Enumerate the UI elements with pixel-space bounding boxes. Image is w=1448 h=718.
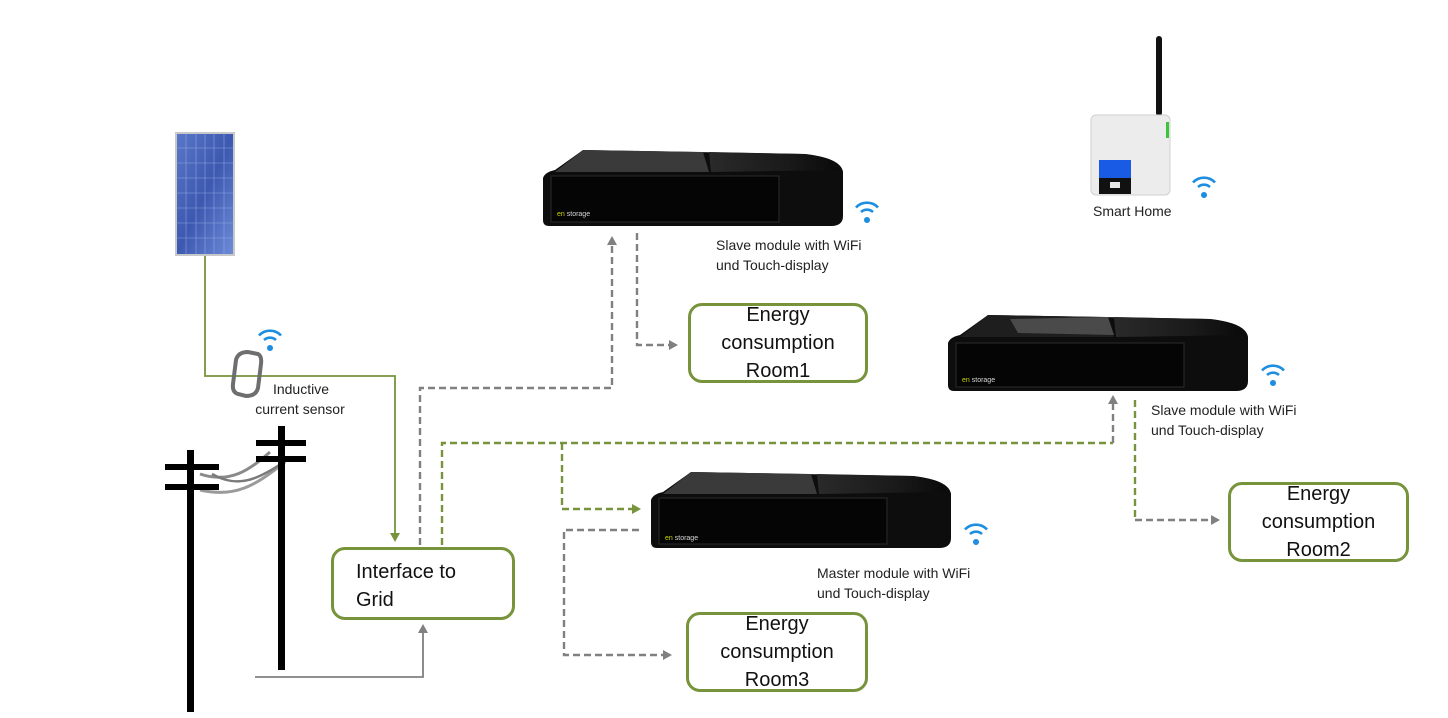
storage-device-icon: en storage (543, 150, 843, 226)
slave1-wifi-icon (854, 201, 880, 225)
room2-box: Energy consumption Room2 (1228, 482, 1409, 562)
sensor-caption: Inductive current sensor (255, 381, 345, 417)
smarthome-wifi-icon (1191, 176, 1217, 200)
sensor-wifi-icon (257, 329, 283, 353)
solar-panel-icon (175, 132, 235, 256)
room3-box: Energy consumption Room3 (686, 612, 868, 692)
storage-device-icon: en storage (651, 472, 951, 548)
svg-text:en storage: en storage (665, 535, 698, 542)
slave2-wifi-icon (1260, 364, 1286, 388)
slave2-caption: Slave module with WiFi und Touch-display (1151, 402, 1297, 438)
power-pole-icon (165, 426, 306, 712)
master-wifi-icon (963, 523, 989, 547)
smart-home-label: Smart Home (1093, 203, 1172, 219)
svg-text:en storage: en storage (557, 211, 590, 218)
solar-to-grid-line (204, 254, 400, 542)
room1-box: Energy consumption Room1 (688, 303, 868, 383)
connections (204, 233, 1220, 678)
grid-interface-box: Interface to Grid (331, 547, 515, 620)
smart-home-hub-icon (1090, 36, 1171, 196)
slave1-to-room1-line (635, 233, 678, 350)
svg-text:en storage: en storage (962, 377, 995, 384)
inductive-sensor-icon (230, 349, 264, 399)
grid-to-slave1-line (418, 236, 617, 545)
master-to-room3-line (562, 528, 672, 660)
grid-bus-line (440, 441, 1113, 545)
storage-device-icon: en storage (948, 315, 1248, 391)
bus-to-master-line (560, 443, 641, 514)
slave1-caption: Slave module with WiFi und Touch-display (716, 237, 862, 273)
pole-to-grid-line (255, 624, 428, 678)
master-caption: Master module with WiFi und Touch-displa… (817, 565, 971, 601)
